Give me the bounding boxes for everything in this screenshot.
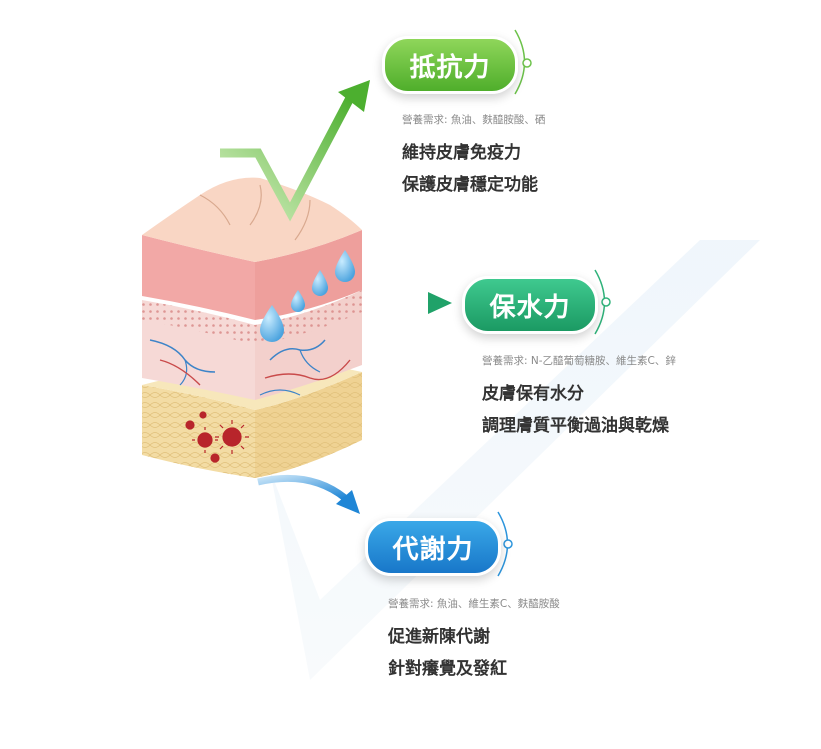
blue-arrow [257,474,360,514]
green-arrow [220,80,370,222]
skin-cube-illustration [142,177,362,478]
metabolism-nutrition-need: 營養需求: 魚油、維生素C、麩醯胺酸 [388,598,560,610]
moisture-line-1: 皮膚保有水分 [482,384,584,404]
resistance-nutrition-need: 營養需求: 魚油、麩醯胺酸、硒 [402,114,546,126]
teal-arrow [330,292,452,314]
pill-arc-decorations [497,29,611,577]
metabolism-line-2: 針對癢覺及發紅 [388,659,507,679]
resistance-line-2: 保護皮膚穩定功能 [402,175,538,195]
resistance-line-1: 維持皮膚免疫力 [402,143,521,163]
moisture-line-2: 調理膚質平衡過油與乾燥 [482,416,669,436]
metabolism-info: 營養需求: 魚油、維生素C、麩醯胺酸 促進新陳代謝 針對癢覺及發紅 [388,596,560,685]
metabolism-title-pill: 代謝力 [365,518,501,576]
moisture-nutrition-need: 營養需求: N-乙醯葡萄糖胺、維生素C、鋅 [482,355,676,367]
metabolism-line-1: 促進新陳代謝 [388,627,490,647]
resistance-info: 營養需求: 魚油、麩醯胺酸、硒 維持皮膚免疫力 保護皮膚穩定功能 [402,112,545,201]
resistance-title-pill: 抵抗力 [382,36,518,94]
moisture-info: 營養需求: N-乙醯葡萄糖胺、維生素C、鋅 皮膚保有水分 調理膚質平衡過油與乾燥 [482,353,676,442]
moisture-title-pill: 保水力 [462,276,598,334]
